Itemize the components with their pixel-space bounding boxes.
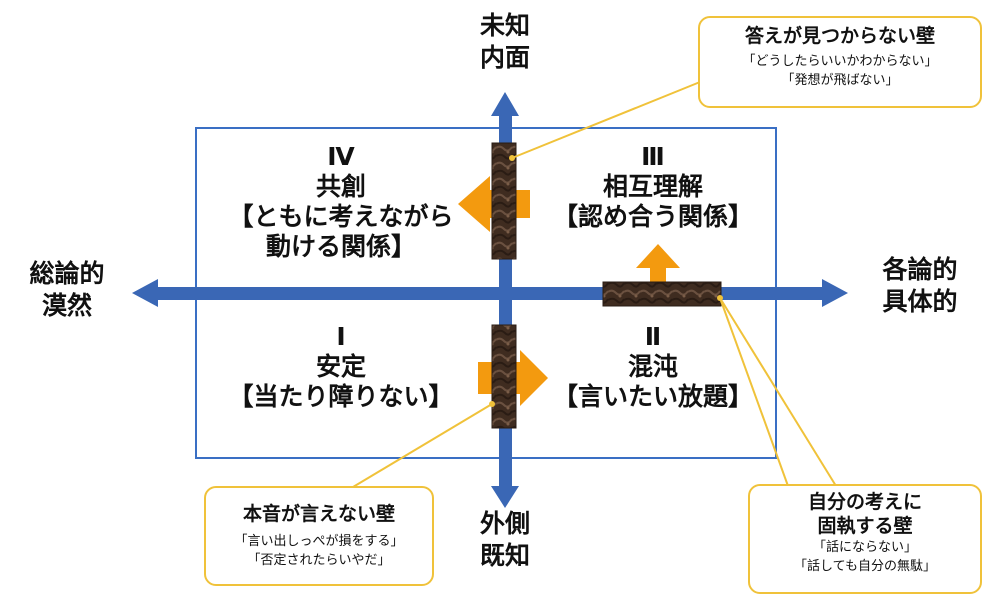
quadrant-4-text: Ⅳ 共創 【ともに考えながら 動ける関係】: [196, 142, 486, 262]
horizontal-axis: [156, 287, 824, 300]
axis-right-line1: 各論的: [882, 255, 958, 284]
quadrant-3-text: Ⅲ 相互理解 【認め合う関係】: [530, 142, 776, 232]
axis-bottom-line2: 既知: [479, 541, 530, 570]
quadrant-3-numeral: Ⅲ: [641, 142, 665, 171]
callout-answer-wall: 答えが見つからない壁 「どうしたらいいかわからない」 「発想が飛ばない」: [698, 16, 982, 108]
callout-stubborn-wall-title2: 固執する壁: [817, 515, 913, 537]
axis-bottom-label: 外側 既知: [460, 508, 550, 572]
right-wall: [602, 281, 722, 307]
axis-left-line1: 総論的: [29, 259, 105, 288]
axis-top-line2: 内面: [479, 43, 530, 72]
bottom-right-leader-a: [719, 297, 837, 487]
callout-honest-wall-line2: 「否定されたらいやだ」: [247, 553, 391, 568]
quadrant-1-numeral: Ⅰ: [336, 322, 346, 351]
quadrant-2-numeral: Ⅱ: [644, 322, 662, 351]
quadrant-1-line2: 【当たり障りない】: [228, 382, 454, 411]
quadrant-4-numeral: Ⅳ: [327, 142, 355, 171]
quadrant-3-line1: 相互理解: [602, 172, 703, 201]
top-wall: [491, 142, 517, 260]
down-arrowhead: [491, 486, 519, 508]
callout-stubborn-wall-line2: 「話しても自分の無駄」: [794, 559, 936, 574]
bottom-right-leader-b: [719, 297, 789, 487]
up-arrowhead: [491, 92, 519, 116]
axis-left-line2: 漠然: [41, 291, 92, 320]
top-callout-leader: [511, 81, 701, 159]
quadrant-2-line1: 混沌: [627, 352, 678, 381]
axis-top-line1: 未知: [479, 11, 530, 40]
callout-honest-wall-title: 本音が言えない壁: [242, 503, 395, 525]
callout-answer-wall-line1: 「どうしたらいいかわからない」: [742, 54, 938, 69]
callout-stubborn-wall-title1: 自分の考えに: [807, 491, 922, 513]
left-arrowhead: [132, 279, 158, 307]
quadrant-4-line3: 動ける関係】: [265, 232, 416, 261]
up-orange-arrow: [636, 244, 680, 288]
callout-answer-wall-title: 答えが見つからない壁: [744, 25, 935, 47]
quadrant-2-line2: 【言いたい放題】: [552, 382, 753, 411]
callout-stubborn-wall: 自分の考えに 固執する壁 「話にならない」 「話しても自分の無駄」: [748, 484, 982, 594]
bottom-right-dot: [717, 295, 723, 301]
axis-right-line2: 具体的: [882, 287, 958, 316]
quadrant-4-line1: 共創: [315, 172, 366, 201]
callout-honest-wall-line1: 「言い出しっぺが損をする」: [234, 534, 404, 549]
quadrant-4-line2: 【ともに考えながら: [228, 202, 454, 231]
axis-right-label: 各論的 具体的: [858, 254, 982, 318]
quadrant-1-text: Ⅰ 安定 【当たり障りない】: [196, 322, 486, 412]
quadrant-1-line1: 安定: [315, 352, 366, 381]
top-callout-dot: [509, 155, 515, 161]
callout-honest-wall: 本音が言えない壁 「言い出しっぺが損をする」 「否定されたらいやだ」: [204, 486, 434, 586]
right-arrowhead: [822, 279, 848, 307]
callout-answer-wall-line2: 「発想が飛ばない」: [781, 73, 899, 88]
bottom-left-dot: [489, 401, 495, 407]
quadrant-2-text: Ⅱ 混沌 【言いたい放題】: [530, 322, 776, 412]
bottom-wall: [491, 324, 517, 429]
axis-left-label: 総論的 漠然: [12, 258, 122, 322]
callout-stubborn-wall-line1: 「話にならない」: [812, 540, 917, 555]
axis-top-label: 未知 内面: [460, 10, 550, 74]
axis-bottom-line1: 外側: [479, 509, 530, 538]
quadrant-3-line2: 【認め合う関係】: [552, 202, 753, 231]
bottom-left-leader: [347, 403, 493, 491]
